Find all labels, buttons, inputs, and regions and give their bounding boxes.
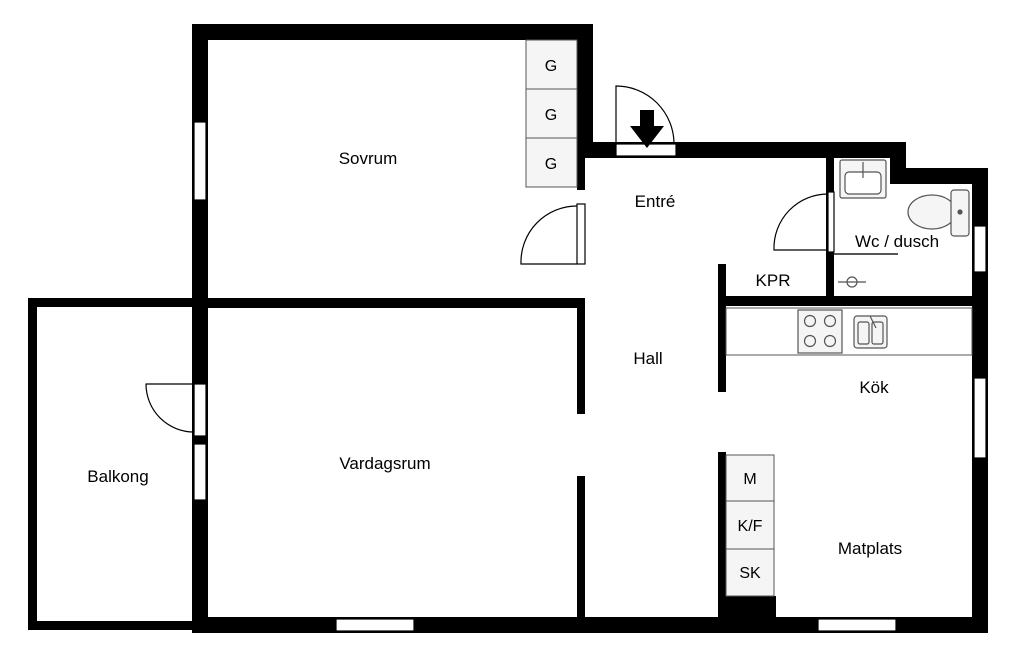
window [193,443,207,501]
door-openings [193,143,835,437]
room-label-balkong: Balkong [87,467,148,486]
wardrobe [525,137,578,188]
window [973,377,987,459]
wall [577,298,585,414]
entrance-door-swing [615,85,675,145]
bedroom-door-swing [520,205,578,265]
wall [577,476,585,623]
balcony-door-opening [193,383,207,437]
room-labels: Sovrum Entré KPR Wc / dusch Hall Kök Bal… [87,149,939,558]
window [335,618,415,632]
room-label-matplats: Matplats [838,539,902,558]
entrance-arrow-icon [630,110,664,148]
wardrobe [525,39,578,90]
room-label-hall: Hall [633,349,662,368]
wall [718,296,834,306]
kitchen-units: M K/F SK [725,454,775,597]
washbasin-icon [839,159,887,199]
wardrobe [525,88,578,139]
wall [28,298,200,307]
wall [826,296,980,306]
window [817,618,897,632]
kitchen-counter [725,307,973,356]
wc-fixtures [834,159,970,288]
room-label-sovrum: Sovrum [339,149,398,168]
wall [718,596,776,626]
wall [192,24,593,40]
balcony-door-swing [145,383,195,433]
wardrobe-label: G [545,156,557,173]
door-swings [145,85,829,433]
room-label-vardagsrum: Vardagsrum [339,454,430,473]
wall [192,24,208,633]
sink-icon [853,315,888,349]
wall [890,168,988,184]
room-label-entre: Entré [635,192,676,211]
wall [577,24,593,158]
toilet-icon [907,189,970,237]
counter [725,307,973,356]
wc-door-swing [773,193,829,251]
room-label-wc: Wc / dusch [855,232,939,251]
wall [577,150,585,190]
shower-drain-icon [838,276,866,288]
bedroom-door-opening [576,203,586,265]
wall [192,298,579,308]
wardrobe-label: G [545,58,557,75]
wall [28,298,37,630]
kitchen-unit [725,500,775,550]
wc-door-opening [827,191,835,253]
window [973,225,987,273]
window [193,121,207,201]
room-label-kok: Kök [859,378,889,397]
kitchen-unit-label: M [743,471,756,488]
room-label-kpr: KPR [756,271,791,290]
kitchen-unit-label: K/F [738,518,763,535]
wall [718,264,726,392]
wardrobes: G G G [525,39,578,188]
wall [718,452,726,632]
windows [193,121,987,632]
wardrobe-label: G [545,107,557,124]
kitchen-unit-label: SK [739,565,761,582]
balcony-rail [28,298,200,630]
wall [28,621,200,630]
stove-icon [797,309,843,354]
kitchen-unit [725,548,775,597]
